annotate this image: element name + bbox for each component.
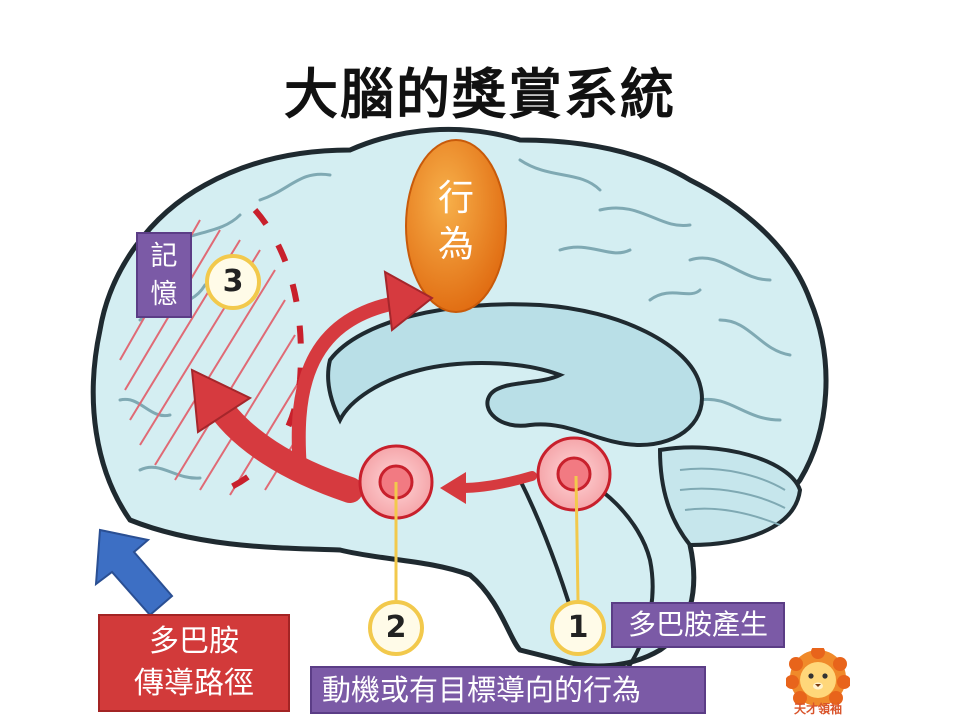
- logo-text: 天才領袖: [793, 702, 842, 716]
- pathway-line-2: 傳導路徑: [134, 666, 254, 701]
- marker-2: 2: [368, 600, 424, 656]
- memory-char-1: 記: [150, 241, 178, 272]
- page-title: 大腦的獎賞系統: [284, 63, 676, 126]
- arrow-to-behavior: [291, 295, 407, 477]
- inner-structure: [326, 302, 704, 448]
- dopamine-pathway-label: 多巴胺 傳導路徑: [98, 614, 290, 712]
- behavior-char-2: 為: [437, 224, 474, 265]
- blue-arrow-icon: [94, 528, 174, 617]
- marker-1: 1: [550, 600, 606, 656]
- behavior-label: 行 為: [420, 176, 492, 268]
- brain-folds: [118, 158, 792, 480]
- motivation-label: 動機或有目標導向的行為: [310, 666, 706, 714]
- dopamine-produce-label: 多巴胺產生: [611, 602, 785, 648]
- behavior-char-1: 行: [437, 178, 474, 219]
- arrow-node1-to-node2: [457, 471, 537, 493]
- cerebellum: [657, 445, 803, 548]
- brain-outline: [90, 126, 829, 669]
- leader-line-1: [574, 475, 580, 601]
- behavior-node: [405, 139, 507, 313]
- marker-3: 3: [205, 254, 261, 310]
- lion-face-icon: [786, 648, 850, 706]
- pathway-line-1: 多巴胺: [149, 624, 239, 659]
- memory-label: 記 憶: [136, 232, 192, 318]
- memory-char-2: 憶: [150, 279, 178, 310]
